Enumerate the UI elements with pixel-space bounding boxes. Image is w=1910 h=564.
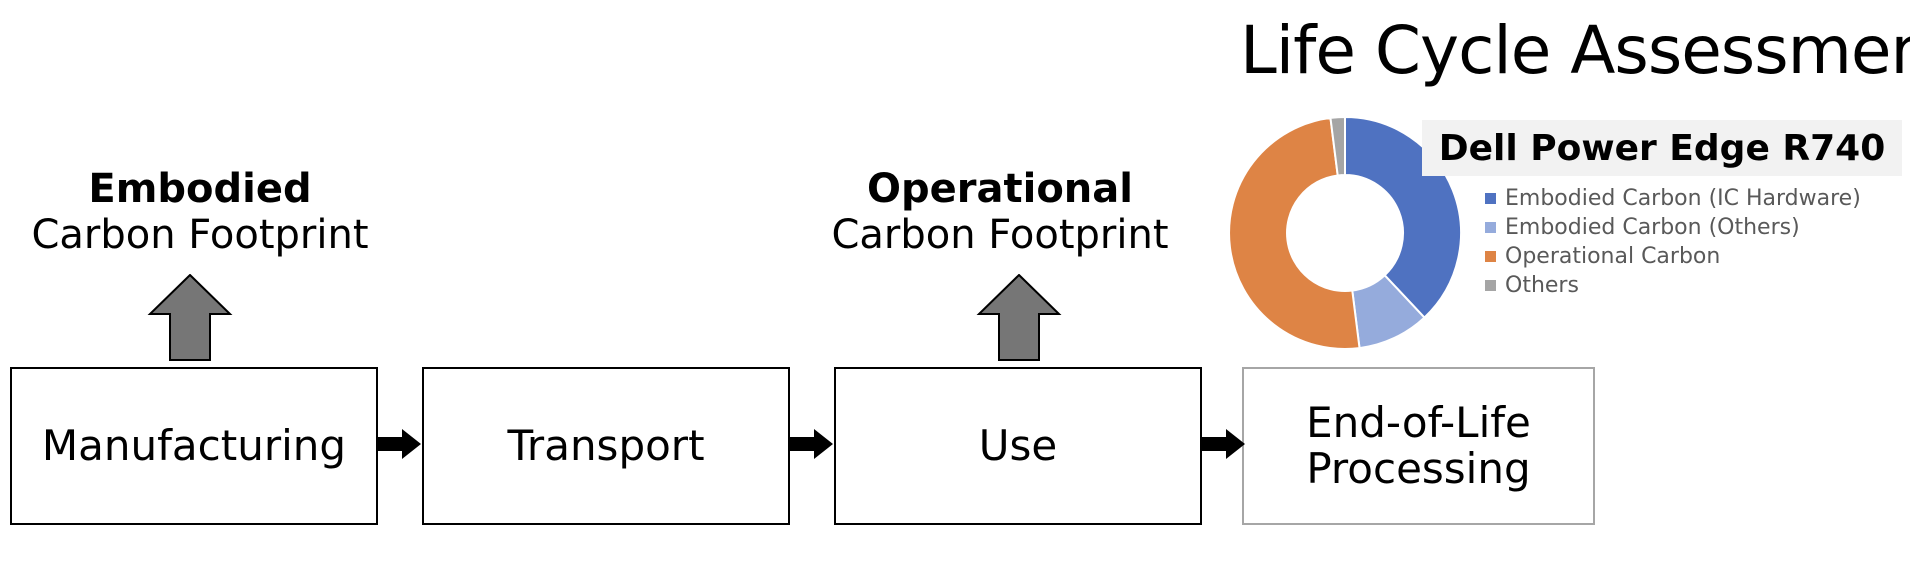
flow-arrow-icon bbox=[378, 429, 421, 459]
stage-transport: Transport bbox=[422, 367, 790, 525]
legend-item: Operational Carbon bbox=[1485, 242, 1861, 271]
operational-up-arrow-icon bbox=[976, 274, 1062, 361]
embodied-label-strong: Embodied bbox=[88, 166, 312, 212]
stage-label: End-of-Life Processing bbox=[1306, 398, 1531, 493]
page-title: Life Cycle Assessment bbox=[1240, 12, 1910, 89]
stage-end-of-life: End-of-Life Processing bbox=[1242, 367, 1595, 525]
legend-label: Embodied Carbon (IC Hardware) bbox=[1505, 186, 1861, 211]
embodied-label-normal: Carbon Footprint bbox=[31, 212, 369, 258]
legend-label: Others bbox=[1505, 273, 1579, 298]
legend-item: Others bbox=[1485, 271, 1861, 300]
operational-footprint-label: Operational Carbon Footprint bbox=[820, 166, 1180, 258]
legend-item: Embodied Carbon (Others) bbox=[1485, 213, 1861, 242]
legend-label: Operational Carbon bbox=[1505, 244, 1721, 269]
legend-swatch bbox=[1485, 280, 1496, 291]
embodied-footprint-label: Embodied Carbon Footprint bbox=[20, 166, 380, 258]
donut-slice-3 bbox=[1329, 115, 1346, 177]
legend-swatch bbox=[1485, 193, 1496, 204]
flow-arrow-icon bbox=[790, 429, 833, 459]
stage-manufacturing: Manufacturing bbox=[10, 367, 378, 525]
stage-label: Transport bbox=[507, 421, 705, 470]
stage-use: Use bbox=[834, 367, 1202, 525]
stage-label: Manufacturing bbox=[41, 421, 347, 470]
flow-arrow-icon bbox=[1202, 429, 1245, 459]
operational-label-normal: Carbon Footprint bbox=[831, 212, 1169, 258]
legend-swatch bbox=[1485, 251, 1496, 262]
donut-slice-2 bbox=[1228, 116, 1361, 350]
chart-title: Dell Power Edge R740 bbox=[1422, 120, 1902, 176]
legend-item: Embodied Carbon (IC Hardware) bbox=[1485, 184, 1861, 213]
operational-label-strong: Operational bbox=[867, 166, 1133, 212]
stage-label: Use bbox=[978, 421, 1058, 470]
embodied-up-arrow-icon bbox=[147, 274, 233, 361]
legend-label: Embodied Carbon (Others) bbox=[1505, 215, 1800, 240]
chart-legend: Embodied Carbon (IC Hardware) Embodied Ca… bbox=[1485, 184, 1861, 300]
legend-swatch bbox=[1485, 222, 1496, 233]
